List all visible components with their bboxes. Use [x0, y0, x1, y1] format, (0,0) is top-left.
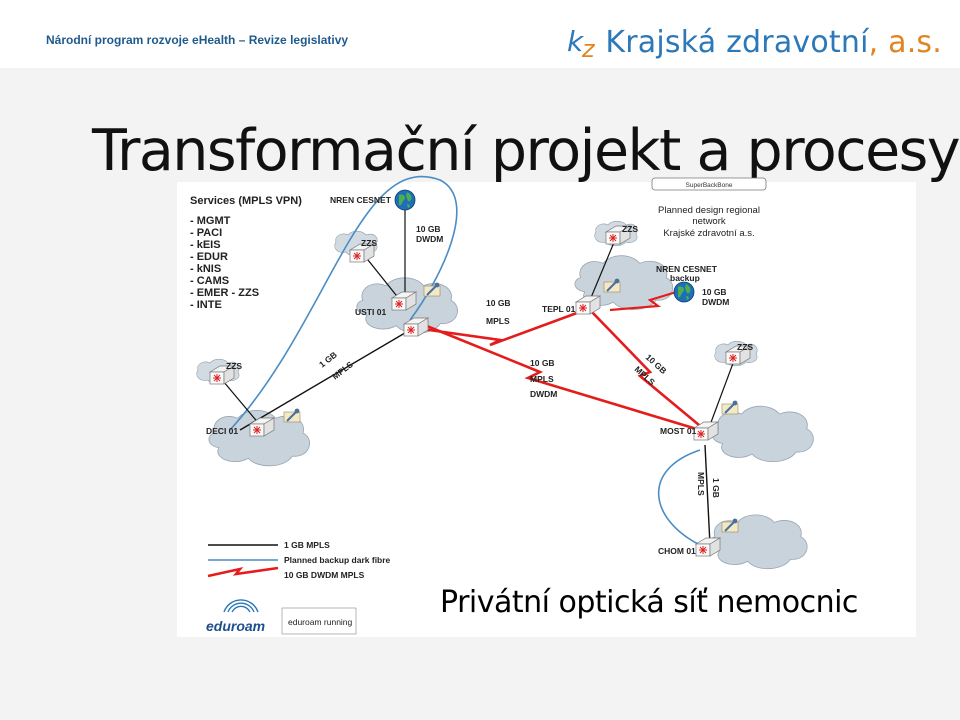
slide-header: Národní program rozvoje eHealth – Revize… — [0, 0, 960, 68]
superbackbone-badge — [651, 177, 767, 191]
diagram-panel — [177, 182, 916, 637]
link-usti-most-10gb — [411, 318, 701, 432]
link-deci-usti — [239, 329, 411, 431]
label-mpls-center: MPLS — [530, 374, 554, 384]
link-most-chom — [704, 444, 711, 546]
link-nren-backup-tepl — [609, 288, 684, 312]
eduroam-logo: eduroam — [206, 599, 265, 634]
link-deci-usti-backup — [229, 175, 458, 431]
legend-10gb-dwdm: 10 GB DWDM MPLS — [284, 570, 365, 580]
router-tepl — [575, 295, 601, 315]
server-most-icon — [721, 399, 739, 415]
globe-nren-backup-icon — [673, 281, 695, 303]
service-item: - CAMS — [190, 275, 229, 287]
label-most-01: MOST 01 — [660, 426, 697, 436]
eduroam-note: eduroam running — [288, 617, 353, 627]
slide-title: Transformační projekt a procesy — [92, 118, 960, 184]
label-10gb-mid: 10 GB — [486, 298, 511, 308]
label-zzs-tepl: ZZS — [622, 224, 638, 234]
planned-line3: Krajské zdravotní a.s. — [663, 228, 754, 239]
planned-line2: network — [692, 216, 726, 227]
services-heading: Services (MPLS VPN) — [190, 195, 302, 207]
label-zzs-most: ZZS — [737, 342, 753, 352]
legend-planned-backup: Planned backup dark fibre — [284, 555, 391, 565]
eduroam-wordmark: eduroam — [206, 618, 265, 634]
label-chom-01: CHOM 01 — [658, 546, 696, 556]
cloud-most — [712, 405, 814, 463]
label-tepl-01: TEPL 01 — [542, 304, 576, 314]
service-item: - kEIS — [190, 239, 221, 251]
label-zzs-usti: ZZS — [361, 238, 377, 248]
svg-text:k: k — [567, 25, 585, 58]
label-10gb-dwdm-a: 10 GB — [416, 224, 441, 234]
router-chom — [695, 537, 721, 557]
service-item: - MGMT — [190, 215, 231, 227]
link-zzs-most — [709, 357, 736, 426]
brand-logo: k z Krajská zdravotní, a.s. — [565, 22, 942, 62]
service-item: - EDUR — [190, 251, 228, 263]
link-usti-tepl-10gb — [414, 308, 586, 347]
label-zzs-deci: ZZS — [226, 361, 242, 371]
link-most-chom-backup — [657, 449, 701, 546]
eduroam-note-box — [281, 607, 357, 635]
label-mpls-vert: MPLS — [696, 472, 706, 496]
service-item: - kNIS — [190, 263, 221, 275]
label-mpls-left: MPLS — [330, 359, 355, 382]
kz-logo-icon: k z — [567, 25, 596, 61]
label-deci-01: DECI 01 — [206, 426, 238, 436]
header-text: Národní program rozvoje eHealth – Revize… — [46, 33, 349, 47]
label-1gb-left: 1 GB — [317, 349, 339, 369]
link-zzs-tepl — [589, 239, 616, 301]
label-nren-backup-2: backup — [670, 273, 700, 283]
server-deci-icon — [283, 407, 301, 423]
service-item: - PACI — [190, 227, 222, 239]
label-1gb-vert: 1 GB — [711, 478, 721, 498]
label-nren-backup: NREN CESNET — [656, 264, 718, 274]
service-item: - INTE — [190, 299, 222, 311]
slide-subtitle: Privátní optická síť nemocnic — [440, 585, 858, 620]
globe-nren-icon — [394, 189, 416, 211]
label-10gb-dwdm-b: 10 GB — [702, 287, 727, 297]
label-mpls-mid: MPLS — [486, 316, 510, 326]
label-dwdm-b: DWDM — [702, 297, 729, 307]
label-nren-cesnet: NREN CESNET — [330, 195, 392, 205]
label-usti-01: USTI 01 — [355, 307, 386, 317]
brand-name: Krajská zdravotní, a.s. — [605, 24, 942, 60]
link-tepl-most-10gb — [589, 309, 706, 431]
label-10gb-center: 10 GB — [530, 358, 555, 368]
label-dwdm-center: DWDM — [530, 389, 557, 399]
legend-line-10gb — [207, 566, 279, 578]
legend-1gb-mpls: 1 GB MPLS — [284, 540, 330, 550]
svg-text:z: z — [581, 35, 596, 61]
label-dwdm-a: DWDM — [416, 234, 443, 244]
superbackbone-label: SuperBackBone — [686, 182, 733, 189]
planned-line1: Planned design regional — [658, 205, 760, 216]
service-item: - EMER - ZZS — [190, 287, 259, 299]
